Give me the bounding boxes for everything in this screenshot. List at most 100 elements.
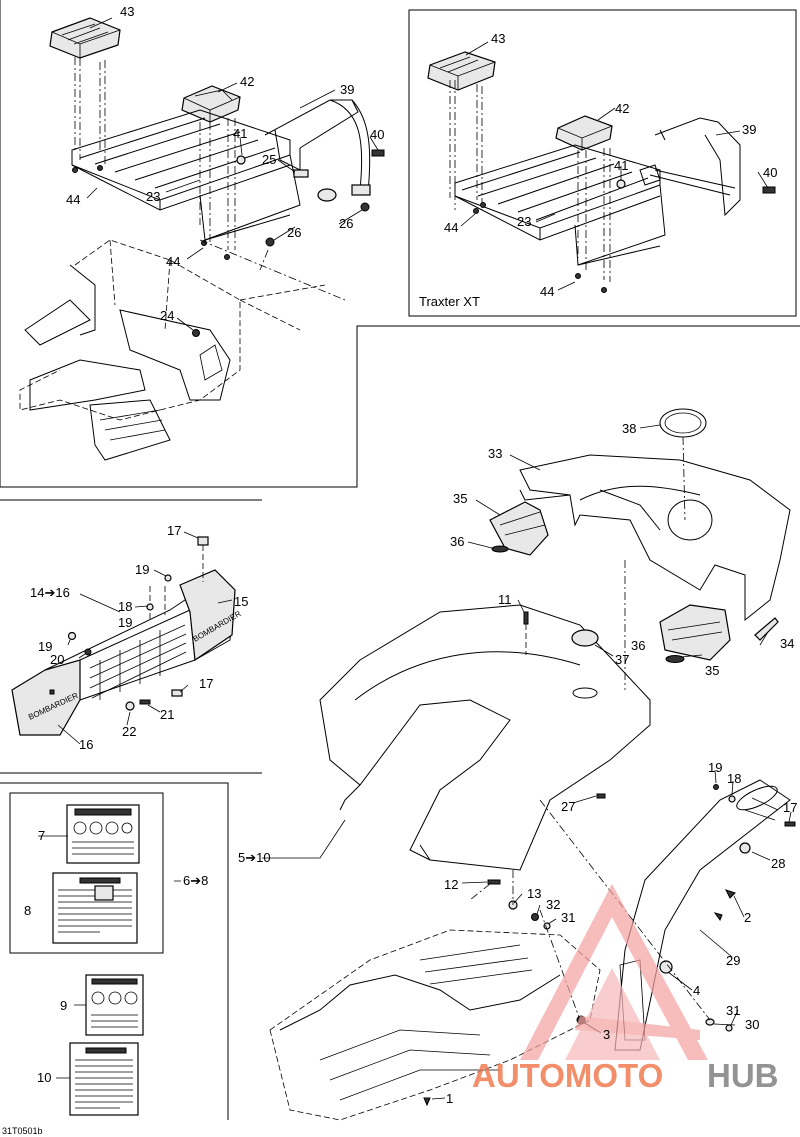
- part-25-icon: [293, 169, 309, 178]
- callout-24: 24: [160, 308, 174, 323]
- callout-40: 40: [370, 127, 384, 142]
- decal-7-icon: [66, 804, 140, 864]
- rear-rack-assembly: [19, 17, 385, 461]
- callout-39: 39: [742, 122, 756, 137]
- callout-41: 41: [233, 126, 247, 141]
- callout-8: 8: [24, 903, 31, 918]
- watermark-text-hub: HUB: [707, 1057, 779, 1094]
- part-33-icon: [519, 454, 791, 622]
- leader-lines: [38, 17, 792, 1100]
- inset-title: Traxter XT: [419, 294, 480, 309]
- callout-33: 33: [488, 446, 502, 461]
- part-40-icon: [371, 149, 385, 157]
- callout-19: 19: [708, 760, 722, 775]
- callout-37: 37: [615, 652, 629, 667]
- callout-23: 23: [517, 214, 531, 229]
- callout-36: 36: [450, 534, 464, 549]
- grille-slots: [89, 624, 187, 700]
- callout-21: 21: [160, 707, 174, 722]
- callout-labels: 43 42 39 41 40 25 23 44 26 26 44 24 43 4…: [2, 4, 797, 1136]
- callout-41: 41: [614, 158, 628, 173]
- traxter-xt-inset: [408, 9, 797, 317]
- callout-14-16: 14➔16: [30, 585, 70, 600]
- callout-43: 43: [491, 31, 505, 46]
- callout-7: 7: [38, 828, 45, 843]
- floor-pan-assembly: [269, 929, 601, 1121]
- callout-43: 43: [120, 4, 134, 19]
- part-42-inset-icon: [555, 115, 613, 151]
- callout-20: 20: [50, 652, 64, 667]
- part-17-icon: [197, 536, 209, 546]
- callout-3: 3: [603, 1027, 610, 1042]
- vehicle-frame-icon: [19, 239, 326, 461]
- callout-18: 18: [727, 771, 741, 786]
- callout-34: 34: [780, 636, 794, 651]
- callout-36: 36: [631, 638, 645, 653]
- callout-4: 4: [693, 983, 700, 998]
- watermark-logo: [520, 884, 708, 1060]
- front-bumper-assembly: BOMBARDIER BOMBARDIER: [11, 536, 243, 736]
- decal-9-icon: [85, 974, 144, 1036]
- callout-29: 29: [726, 953, 740, 968]
- callout-1: 1: [446, 1091, 453, 1106]
- callout-38: 38: [622, 421, 636, 436]
- part-34-icon: [754, 617, 779, 641]
- callout-10: 10: [37, 1070, 51, 1085]
- callout-16: 16: [79, 737, 93, 752]
- callout-15: 15: [234, 594, 248, 609]
- callout-19: 19: [38, 639, 52, 654]
- callout-18: 18: [118, 599, 132, 614]
- callout-17: 17: [783, 800, 797, 815]
- callout-26: 26: [339, 216, 353, 231]
- callout-44: 44: [444, 220, 458, 235]
- callout-17: 17: [167, 523, 181, 538]
- callout-44: 44: [540, 284, 554, 299]
- callout-5-10: 5➔10: [238, 850, 271, 865]
- callout-11: 11: [498, 592, 512, 607]
- callout-31: 31: [561, 910, 575, 925]
- callout-31: 31: [726, 1003, 740, 1018]
- part-35-right-icon: [659, 604, 731, 661]
- callout-12: 12: [444, 877, 458, 892]
- callout-2: 2: [744, 910, 751, 925]
- callout-17: 17: [199, 676, 213, 691]
- decal-10-icon: [69, 1042, 139, 1116]
- callout-40: 40: [763, 165, 777, 180]
- callout-28: 28: [771, 856, 785, 871]
- part-43-inset-icon: [427, 51, 496, 91]
- callout-6-8: 6➔8: [183, 873, 208, 888]
- part-15-icon: [179, 569, 236, 662]
- callout-19: 19: [118, 615, 132, 630]
- part-37-icon: [571, 629, 599, 647]
- decals-group: [52, 804, 144, 1116]
- document-code: 31T0501b: [2, 1126, 43, 1136]
- callout-13: 13: [527, 886, 541, 901]
- callout-42: 42: [615, 101, 629, 116]
- rack-grid-icon: [71, 109, 301, 241]
- callout-39: 39: [340, 82, 354, 97]
- rear-fender-assembly: [319, 604, 651, 871]
- callout-9: 9: [60, 998, 67, 1013]
- callout-30: 30: [745, 1017, 759, 1032]
- part-11-icon: [523, 611, 529, 625]
- callout-25: 25: [262, 152, 276, 167]
- decal-8-icon: [52, 872, 138, 944]
- callout-35: 35: [453, 491, 467, 506]
- part-39-inset-icon: [639, 117, 741, 217]
- part-26-icon: [265, 237, 275, 247]
- callout-22: 22: [122, 724, 136, 739]
- front-fender-assembly: [489, 408, 791, 690]
- callout-26: 26: [287, 225, 301, 240]
- part-42-icon: [181, 85, 241, 123]
- watermark-text-main: AUTOMOTO: [472, 1057, 663, 1094]
- callout-23: 23: [146, 189, 160, 204]
- callout-27: 27: [561, 799, 575, 814]
- callout-35: 35: [705, 663, 719, 678]
- part-29-icon: [614, 779, 791, 1051]
- callout-32: 32: [546, 897, 560, 912]
- callout-42: 42: [240, 74, 254, 89]
- part-41-icon: [236, 155, 246, 165]
- part-39-icon: [264, 99, 371, 196]
